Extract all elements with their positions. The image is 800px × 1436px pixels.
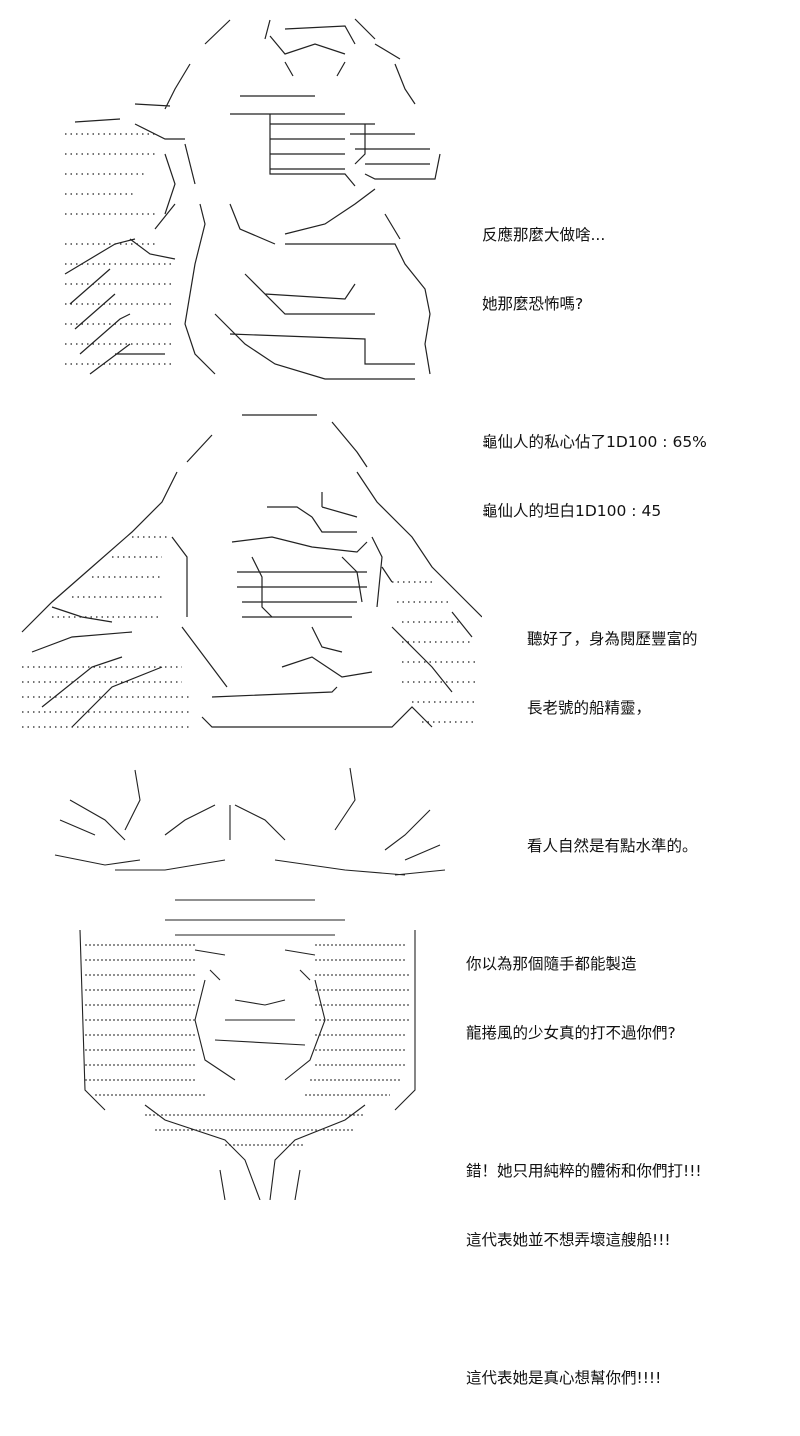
dialog-text-3: 你以為那個隨手都能製造 龍捲風的少女真的打不過你們? 錯！她只用純粹的體術和你們… [466,907,702,1436]
dialog-line: 龜仙人的私心佔了1D100 : 65% [482,433,707,451]
character-ascii-art-2 [12,407,482,742]
dialog-line: 長老號的船精靈， [527,699,652,717]
dialog-text-2: 聽好了，身為閱歷豐富的 長老號的船精靈， 看人自然是有點水準的。 [527,582,698,904]
manga-panel-3: 你以為那個隨手都能製造 龍捲風的少女真的打不過你們? 錯！她只用純粹的體術和你們… [0,755,800,1387]
dialog-line: 聽好了，身為閱歷豐富的 [527,630,698,648]
dialog-line: 龜仙人的坦白1D100 : 45 [482,502,662,520]
character-ascii-art-3 [45,760,465,1200]
manga-panel-1: 反應那麼大做啥... 她那麼恐怖嗎? 龜仙人的私心佔了1D100 : 65% 龜… [0,0,800,520]
dialog-line: 反應那麼大做啥... [482,226,606,244]
dialog-line: 你以為那個隨手都能製造 [466,955,637,973]
dialog-line: 錯！她只用純粹的體術和你們打!!! [466,1162,702,1180]
character-ascii-art-1 [55,14,445,384]
dialog-text-1: 反應那麼大做啥... 她那麼恐怖嗎? 龜仙人的私心佔了1D100 : 65% 龜… [482,178,707,569]
dialog-line: 她那麼恐怖嗎? [482,295,584,313]
dialog-line: 看人自然是有點水準的。 [527,837,698,855]
dialog-line: 龍捲風的少女真的打不過你們? [466,1024,676,1042]
dialog-line: 這代表她並不想弄壞這艘船!!! [466,1231,671,1249]
manga-panel-2: 聽好了，身為閱歷豐富的 長老號的船精靈， 看人自然是有點水準的。 [0,395,800,855]
dialog-line: 這代表她是真心想幫你們!!!! [466,1369,662,1387]
